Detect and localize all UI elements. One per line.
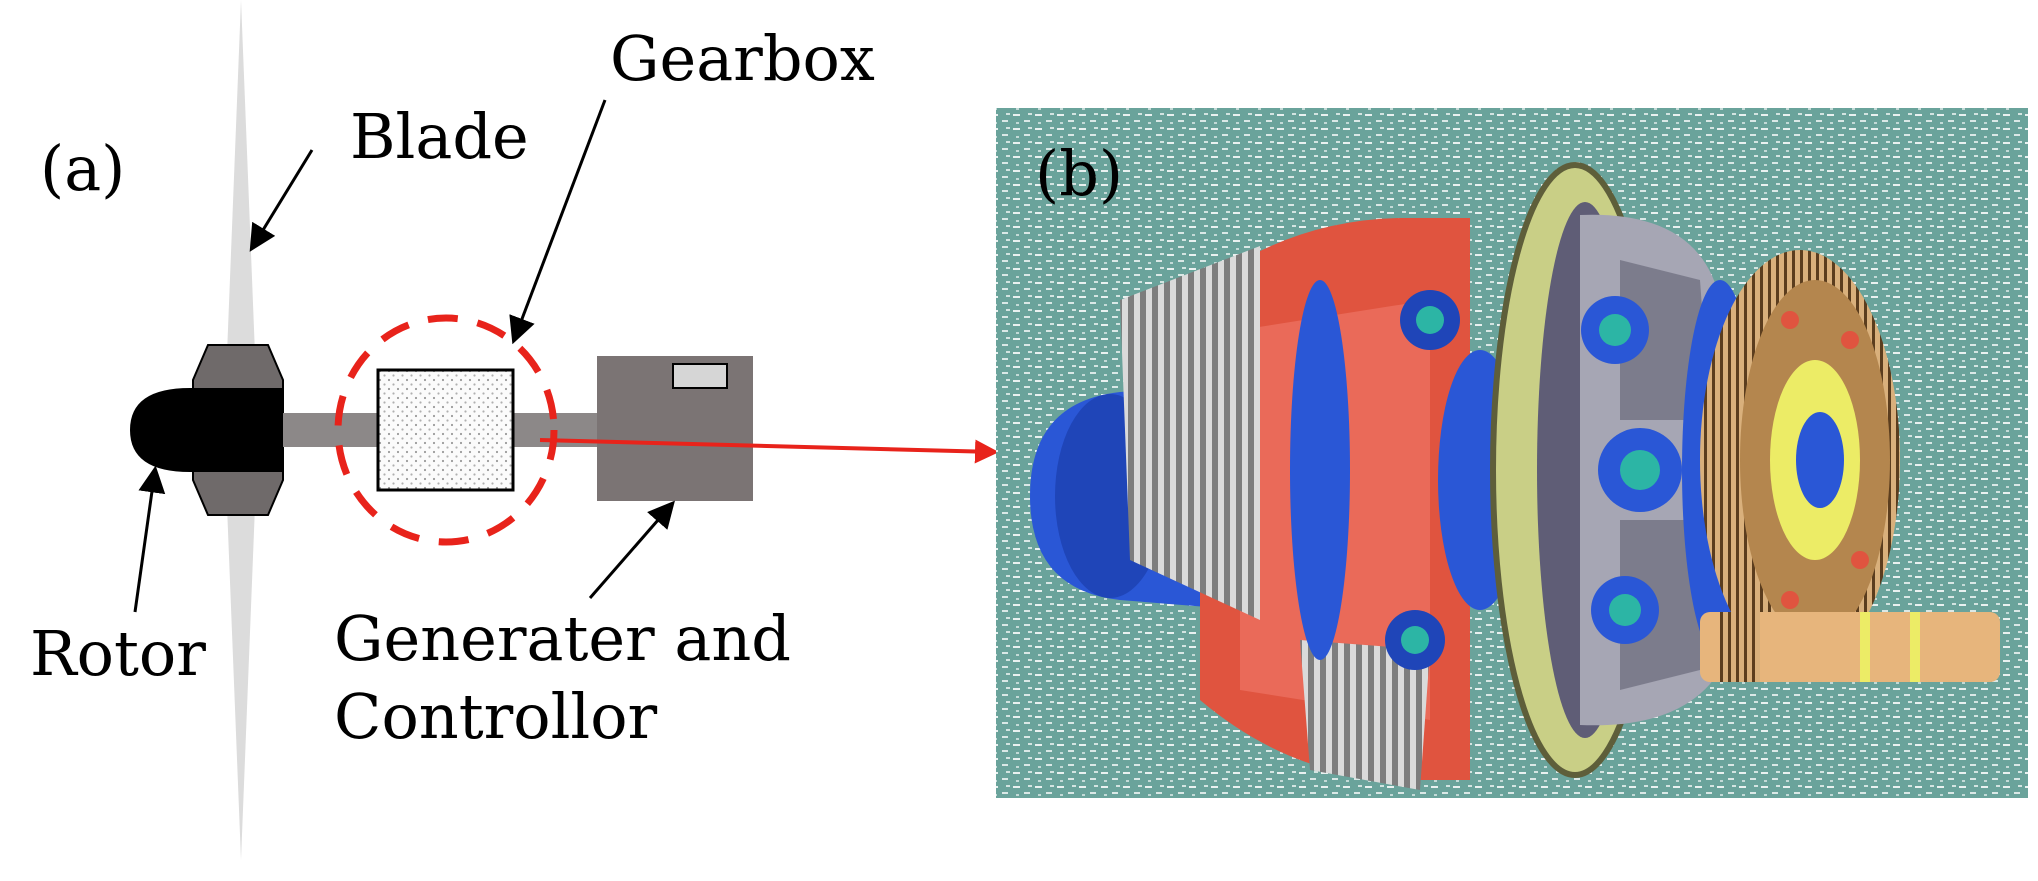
gearbox-label: Gearbox: [610, 22, 875, 95]
rotor-arrow-icon: [133, 465, 166, 613]
panel-b: (b): [996, 108, 2028, 798]
panel-a: (a) Blade Gearbox Rotor Generater and Co…: [30, 0, 999, 860]
panel-a-tag: (a): [40, 132, 125, 205]
connector-arrow-icon: [539, 438, 999, 464]
gearbox-icon: [376, 368, 515, 492]
gearbox-rendering: [1030, 162, 2000, 790]
blade-label: Blade: [350, 100, 529, 173]
rotor-label: Rotor: [30, 617, 206, 690]
generator-arrow-icon: [588, 500, 675, 599]
panel-b-tag: (b): [1035, 137, 1123, 210]
generator-label-line1: Generater and: [334, 602, 791, 675]
blade-arrow-icon: [249, 149, 314, 252]
generator-label-line2: Controllor: [334, 680, 658, 753]
gearbox-highlight: [334, 314, 558, 546]
rotor-icon: [130, 388, 282, 472]
gearbox-arrow-icon: [509, 99, 607, 345]
generator-window: [672, 363, 728, 389]
